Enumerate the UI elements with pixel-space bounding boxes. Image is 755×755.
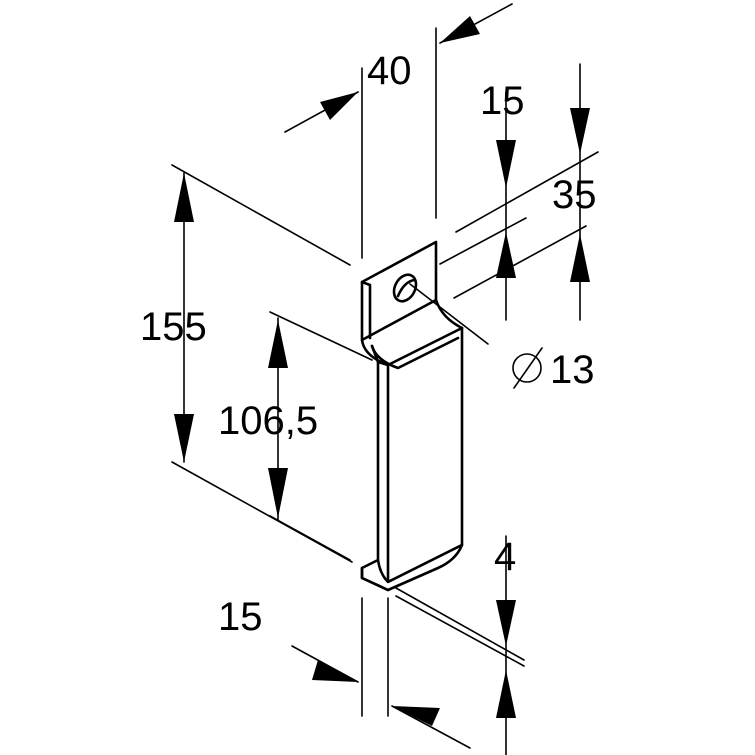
dim-hole-diameter: 13 [512, 347, 595, 392]
dim-total-height: 155 [140, 305, 207, 349]
dim-thickness: 4 [494, 535, 516, 579]
arrowheads [174, 16, 590, 726]
diameter-symbol-icon [512, 347, 543, 389]
bracket-tab-edge [360, 280, 372, 340]
dimension-labels: 40 15 35 13 155 106,5 15 4 [140, 49, 597, 639]
bracket-foot-edge [360, 566, 390, 592]
dim-width-top: 40 [367, 49, 412, 93]
bracket-part [360, 240, 464, 592]
bracket-body-edge-inner [376, 360, 390, 367]
bracket-bend-right [434, 298, 464, 330]
dim-hole-diameter-value: 13 [550, 348, 595, 392]
bracket-body-edge-left [370, 344, 380, 562]
bracket-foot [360, 543, 464, 592]
dim-top-height: 35 [552, 173, 597, 217]
dim-body-height: 106,5 [218, 399, 318, 443]
dim-foot-depth: 15 [218, 595, 263, 639]
bracket-hole-inner [396, 278, 416, 298]
dim-slot-width: 15 [480, 79, 525, 123]
